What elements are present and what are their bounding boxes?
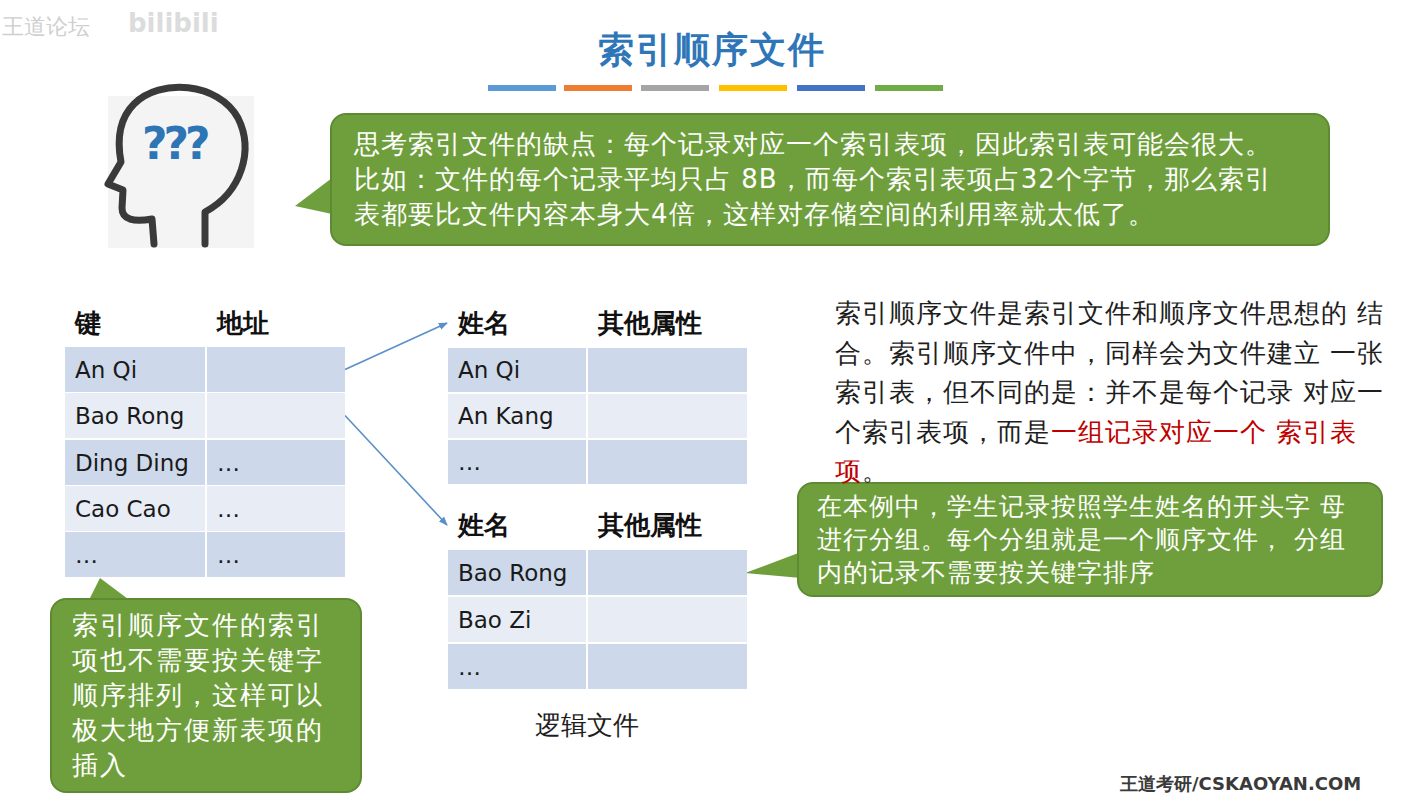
table-box: 姓名其他属性An QiAn Kang… <box>448 300 747 485</box>
table-row: An Qi <box>448 348 747 392</box>
caption-label: 逻辑文件 <box>535 708 639 743</box>
color-bar <box>488 85 556 91</box>
table-row: Ding Ding… <box>65 440 345 485</box>
icon-ground <box>108 96 254 248</box>
cell-text: An Qi <box>448 357 586 383</box>
cell-text: … <box>65 542 205 568</box>
pointer-arrow <box>345 323 447 370</box>
color-bar <box>797 85 865 91</box>
header-cell: 其他属性 <box>586 306 702 341</box>
color-bar <box>564 85 632 91</box>
cell-text: An Kang <box>448 403 586 429</box>
callout-box: 在本例中，学生记录按照学生姓名的开头字 母进行分组。每个分组就是一个顺序文件， … <box>797 482 1383 597</box>
callout-box: 索引顺序文件的索引 项也不需要按关键字 顺序排列，这样可以 极大地方便新表项的 … <box>50 598 362 793</box>
table-row: An Qi <box>65 347 345 392</box>
description-text: 。 <box>862 456 889 486</box>
color-bar <box>641 85 709 91</box>
header-cell: 其他属性 <box>586 508 702 543</box>
cell-text: … <box>448 449 586 475</box>
table-box: 姓名其他属性Bao RongBao Zi… <box>448 502 747 690</box>
callout-text: 在本例中，学生记录按照学生姓名的开头字 母进行分组。每个分组就是一个顺序文件， … <box>817 490 1363 589</box>
cell-text: Bao Rong <box>448 560 586 586</box>
color-bar <box>875 85 943 91</box>
table-row: …… <box>65 532 345 577</box>
table-row: … <box>448 644 747 689</box>
bubble-tail <box>745 552 801 578</box>
pointer-arrow <box>345 416 447 526</box>
color-bar <box>719 85 787 91</box>
table-header: 姓名其他属性 <box>448 300 747 346</box>
description-paragraph: 索引顺序文件是索引文件和顺序文件思想的 结合。索引顺序文件中，同样会为文件建立 … <box>835 294 1387 492</box>
cell-text: … <box>205 496 240 522</box>
cell-text: Bao Zi <box>448 607 586 633</box>
callout-text: 思考索引文件的缺点：每个记录对应一个索引表项，因此索引表可能会很大。 比如：文件… <box>354 127 1306 232</box>
table-header: 姓名其他属性 <box>448 502 747 548</box>
table-row: … <box>448 440 747 484</box>
table-row: Bao Rong <box>448 550 747 595</box>
table-row: Bao Zi <box>448 597 747 642</box>
table-box: 键地址An QiBao RongDing Ding…Cao Cao……… <box>65 300 345 578</box>
cell-text: … <box>205 542 240 568</box>
header-cell: 姓名 <box>448 508 586 543</box>
table-row: An Kang <box>448 394 747 438</box>
title-bars <box>488 85 943 91</box>
callout-text: 索引顺序文件的索引 项也不需要按关键字 顺序排列，这样可以 极大地方便新表项的 … <box>72 608 340 783</box>
watermark: bilibili <box>128 8 219 38</box>
table-header: 键地址 <box>65 300 345 346</box>
cell-text: An Qi <box>65 357 205 383</box>
cell-text: … <box>205 450 240 476</box>
table-row: Bao Rong <box>65 393 345 438</box>
cell-text: Ding Ding <box>65 450 205 476</box>
cell-text: Cao Cao <box>65 496 205 522</box>
cell-text: Bao Rong <box>65 403 205 429</box>
head-icon <box>108 87 254 248</box>
bubble-tail <box>295 178 332 214</box>
header-cell: 姓名 <box>448 306 586 341</box>
callout-box: 思考索引文件的缺点：每个记录对应一个索引表项，因此索引表可能会很大。 比如：文件… <box>330 113 1330 246</box>
head-outline <box>108 87 245 244</box>
cell-text: … <box>448 654 586 680</box>
header-cell: 地址 <box>205 306 269 341</box>
footer-watermark: 王道考研/CSKAOYAN.COM <box>1120 772 1361 796</box>
table-row: Cao Cao… <box>65 486 345 531</box>
header-cell: 键 <box>65 306 205 341</box>
watermark: 王道论坛 <box>2 12 90 42</box>
question-marks: ??? <box>142 118 207 169</box>
